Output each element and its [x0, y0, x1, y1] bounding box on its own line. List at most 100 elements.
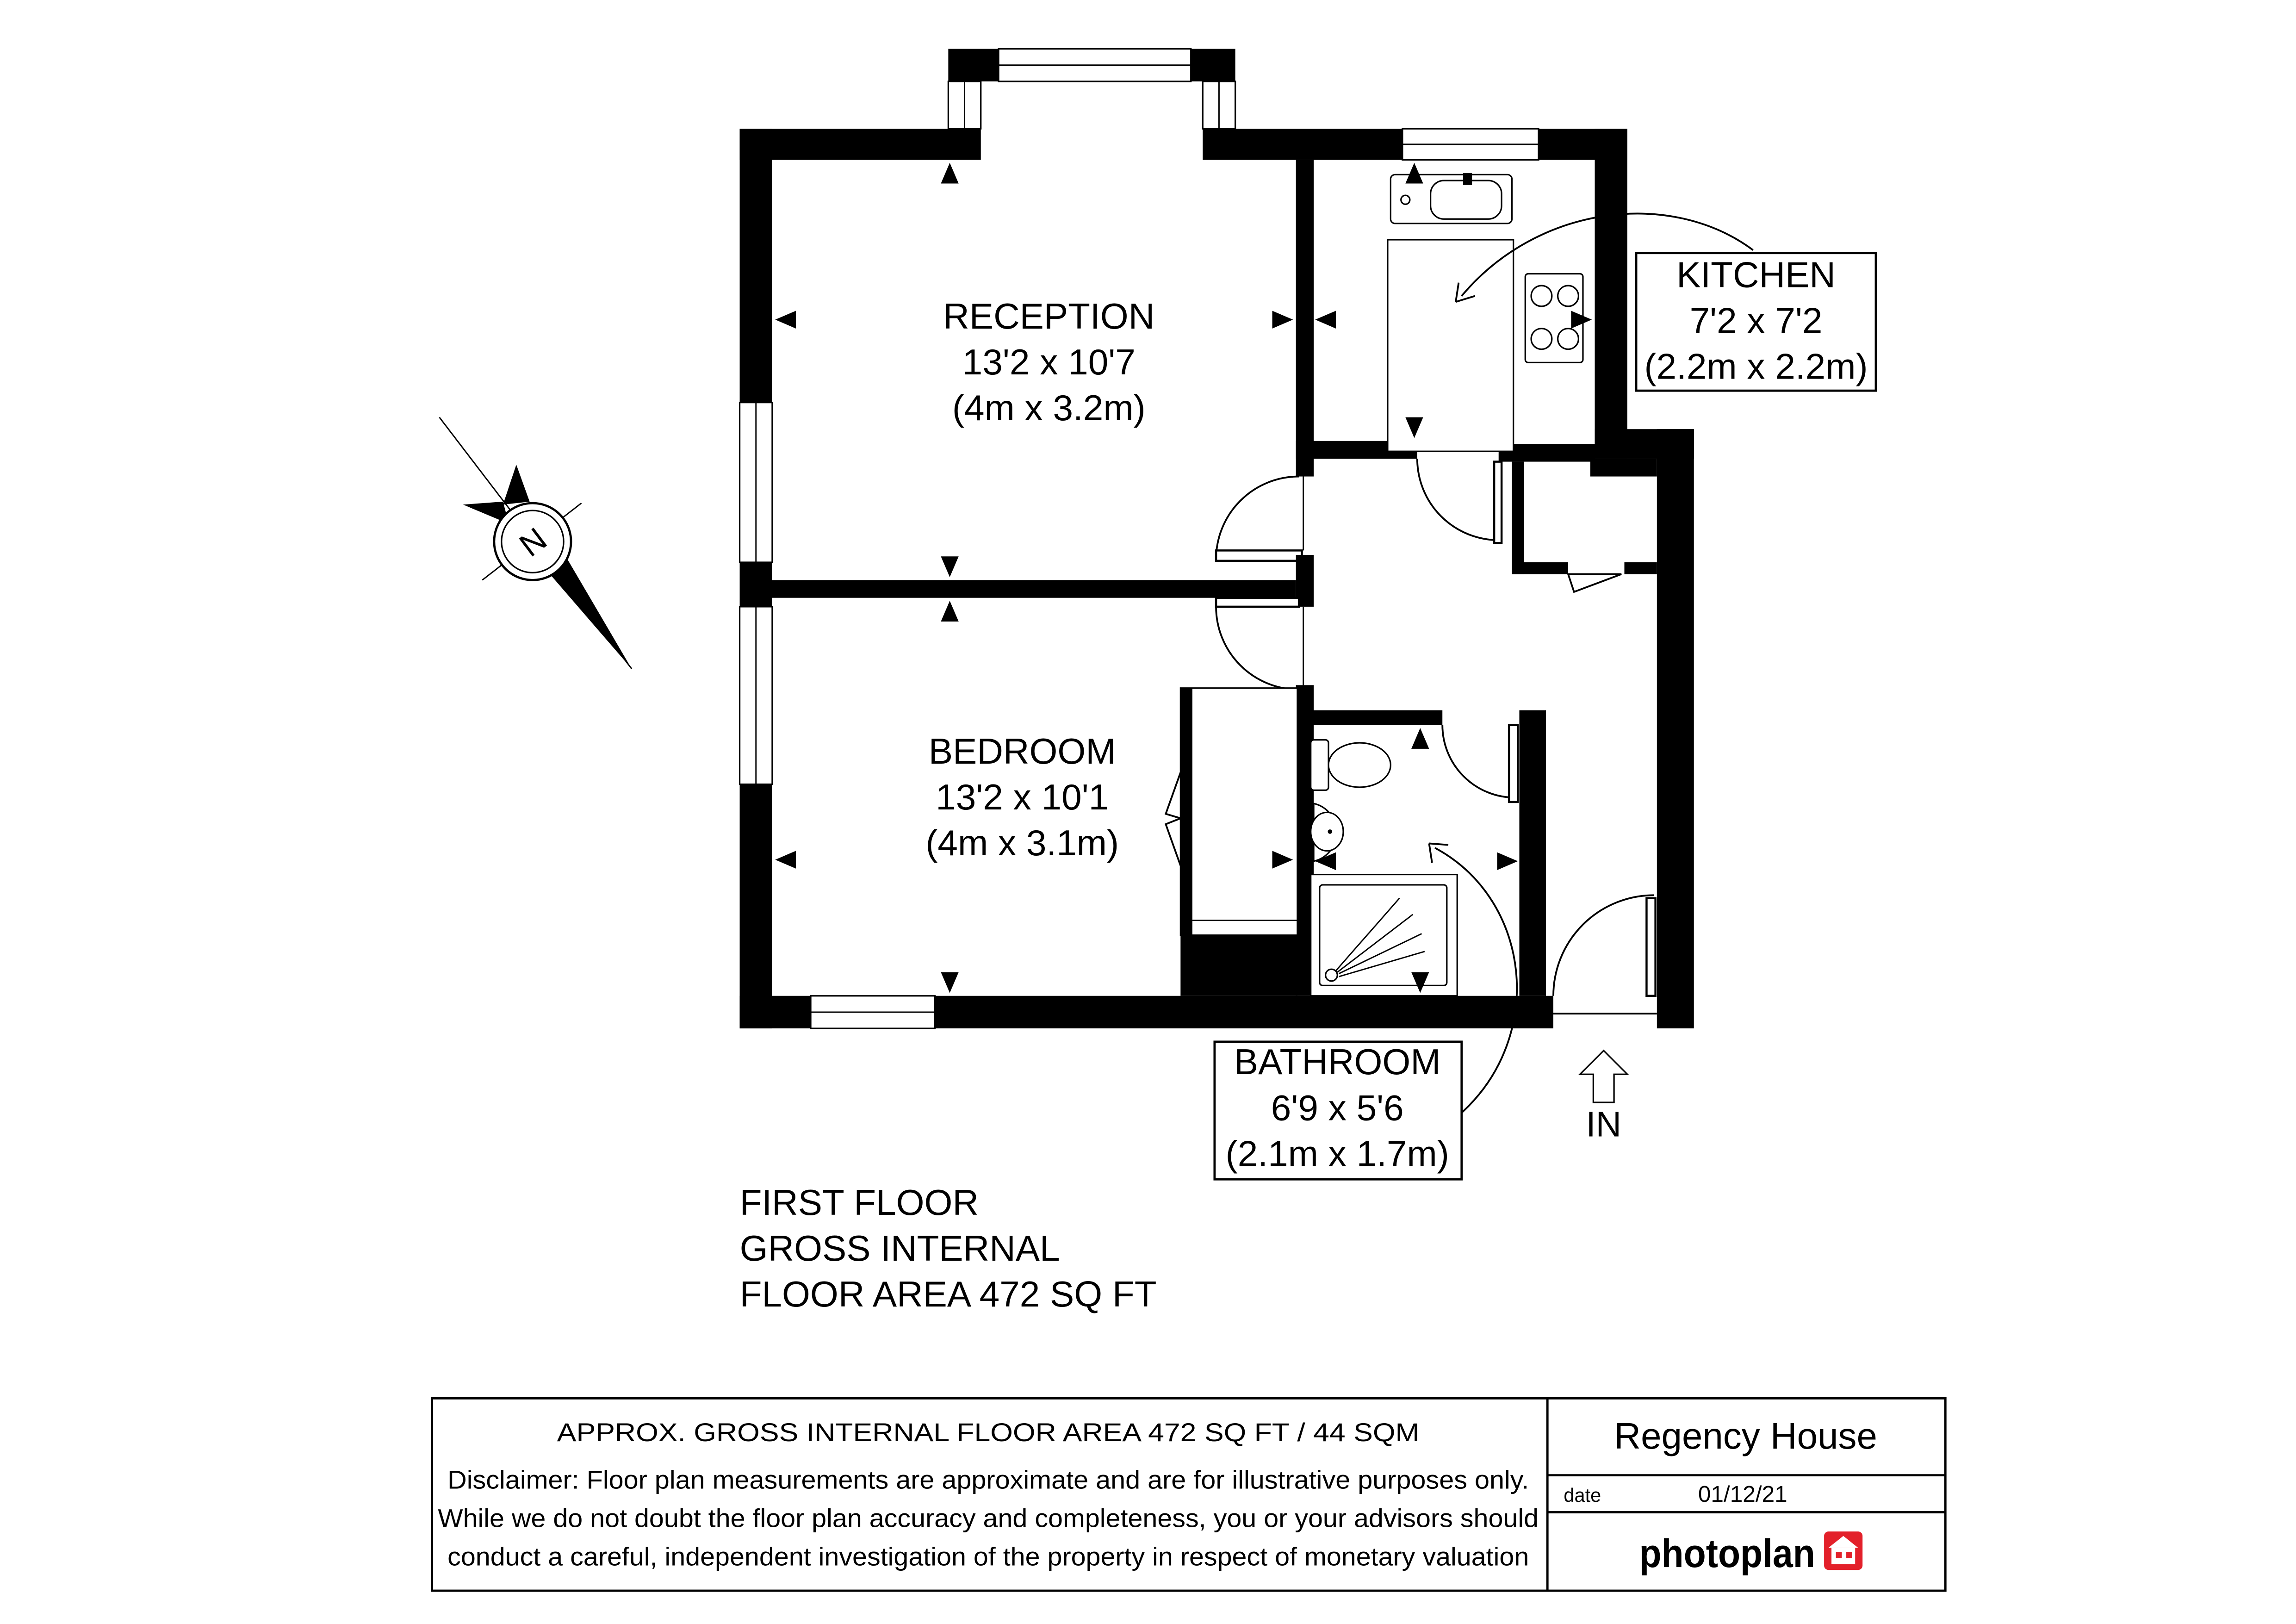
sink-tap [1463, 173, 1472, 185]
room-name: BATHROOM [1234, 1041, 1441, 1082]
kitchen-label-box [1635, 252, 1877, 392]
bedroom-door-leaf [1215, 597, 1300, 608]
dimension-arrow [941, 162, 959, 184]
room-name: RECEPTION [943, 296, 1154, 336]
entrance-door-leaf [1645, 897, 1657, 997]
footer-panel: APPROX. GROSS INTERNAL FLOOR AREA 472 SQ… [431, 1397, 1947, 1592]
dimension-arrow [775, 311, 796, 329]
dimension-arrow [1411, 972, 1429, 993]
compass-needle-west [463, 501, 509, 524]
room-size-metric: (2.2m x 2.2m) [1644, 346, 1868, 387]
outer-wall-north [739, 129, 981, 160]
outer-wall-west [739, 562, 772, 607]
logo-house-roof [1828, 1536, 1858, 1548]
dimension-arrow [1315, 852, 1336, 870]
hob-ring [1557, 285, 1579, 307]
logo-house-window [1836, 1552, 1842, 1558]
shower-tray-inner [1319, 884, 1448, 986]
internal-walls [772, 160, 1657, 997]
room-size-metric: (4m x 3.1m) [925, 822, 1119, 863]
room-size-metric: (2.1m x 1.7m) [1226, 1133, 1449, 1174]
north-compass-icon: N [439, 417, 633, 670]
wardrobe-base-block [1180, 935, 1297, 996]
shower-drain [1325, 968, 1338, 982]
dimension-arrow [941, 972, 959, 993]
bathroom-label-box [1213, 1040, 1463, 1181]
date-label: date [1564, 1484, 1601, 1506]
sink-drainer [1400, 194, 1411, 205]
area-statement: APPROX. GROSS INTERNAL FLOOR AREA 472 SQ… [557, 1418, 1420, 1447]
entrance-marker: IN [1578, 1049, 1629, 1144]
bathroom-leader-arrow [1434, 847, 1518, 1114]
outer-wall-west [739, 784, 772, 1029]
bathroom-fixtures [1310, 739, 1458, 997]
toilet-bowl [1328, 742, 1391, 788]
dimension-arrow [1315, 311, 1336, 329]
cupboard-south-wall [1624, 562, 1657, 574]
logo-house-window [1846, 1552, 1852, 1558]
outer-wall-east-kitchen [1595, 129, 1627, 459]
wardrobe [1179, 687, 1298, 936]
basin-drain [1328, 829, 1333, 834]
bathroom-label: BATHROOM 6'9 x 5'6 (2.1m x 1.7m) [1213, 842, 1518, 1181]
floor-summary-line: FLOOR AREA 472 SQ FT [740, 1274, 1157, 1314]
disclaimer-line: conduct a careful, independent investiga… [447, 1542, 1529, 1571]
wardrobe-bifold-door [1164, 772, 1182, 866]
compass-needle-north [503, 464, 530, 505]
disclaimer-line: Disclaimer: Floor plan measurements are … [447, 1465, 1529, 1494]
bedroom-label: BEDROOM 13'2 x 10'1 (4m x 3.1m) [925, 731, 1119, 863]
hob-ring [1530, 328, 1553, 350]
outer-wall-south [935, 996, 1554, 1029]
room-size-imperial: 13'2 x 10'1 [936, 777, 1109, 817]
kitchen-door-swing [1416, 459, 1499, 541]
kitchen-door-leaf [1493, 460, 1503, 544]
footer-frame [431, 1397, 1947, 1592]
outer-walls [738, 48, 1694, 1029]
hob-ring [1530, 285, 1553, 307]
dimension-arrow [775, 851, 796, 869]
cupboard-north-wall [1498, 444, 1595, 462]
room-size-imperial: 6'9 x 5'6 [1271, 1087, 1404, 1128]
compass-needle-south [547, 558, 632, 669]
reception-bedroom-wall [772, 580, 1296, 598]
floor-summary-line: FIRST FLOOR [740, 1182, 979, 1223]
entrance-door-swing [1552, 894, 1654, 996]
toilet-cistern [1310, 739, 1329, 791]
cupboard-door [1567, 573, 1622, 593]
property-name: Regency House [1614, 1415, 1877, 1456]
outer-wall-west [739, 129, 772, 403]
kitchen-leader-arrow [1461, 212, 1754, 297]
dimension-arrow [1497, 852, 1518, 870]
dimension-arrow [1272, 851, 1293, 869]
sink-basin [1430, 180, 1502, 220]
room-name: KITCHEN [1676, 254, 1836, 295]
bay-wall [1191, 49, 1235, 81]
shower-spray-lines [1335, 897, 1425, 977]
outer-wall-step [1590, 459, 1657, 477]
room-size-metric: (4m x 3.2m) [952, 387, 1146, 428]
bathroom-north-wall [1296, 710, 1443, 725]
leader-arrowhead [1455, 282, 1476, 303]
hob-ring [1557, 328, 1579, 350]
entrance-label: IN [1586, 1105, 1621, 1144]
outer-wall-east-hall [1657, 429, 1694, 1029]
outer-wall-south [739, 996, 811, 1029]
outer-wall-north [1203, 129, 1402, 160]
basin-bowl [1310, 811, 1344, 852]
floor-summary: FIRST FLOOR GROSS INTERNAL FLOOR AREA 47… [740, 1182, 1157, 1314]
kitchen-fixtures [1387, 173, 1584, 452]
cupboard-south-wall [1512, 562, 1568, 574]
dimension-arrow [1571, 311, 1592, 329]
cupboard-west-wall [1512, 461, 1524, 574]
floor-summary-line: GROSS INTERNAL [740, 1228, 1060, 1269]
bathroom-east-wall [1519, 710, 1546, 996]
brand-wordmark: photoplan [1639, 1531, 1815, 1576]
kitchen-west-wall [1296, 160, 1314, 477]
reception-door-leaf [1215, 549, 1303, 562]
dimension-arrow [941, 556, 959, 577]
reception-label: RECEPTION 13'2 x 10'7 (4m x 3.2m) [943, 296, 1154, 428]
disclaimer-line: While we do not doubt the floor plan acc… [438, 1504, 1539, 1533]
dimension-arrow [1405, 162, 1423, 184]
wardrobe-side [1180, 688, 1192, 935]
